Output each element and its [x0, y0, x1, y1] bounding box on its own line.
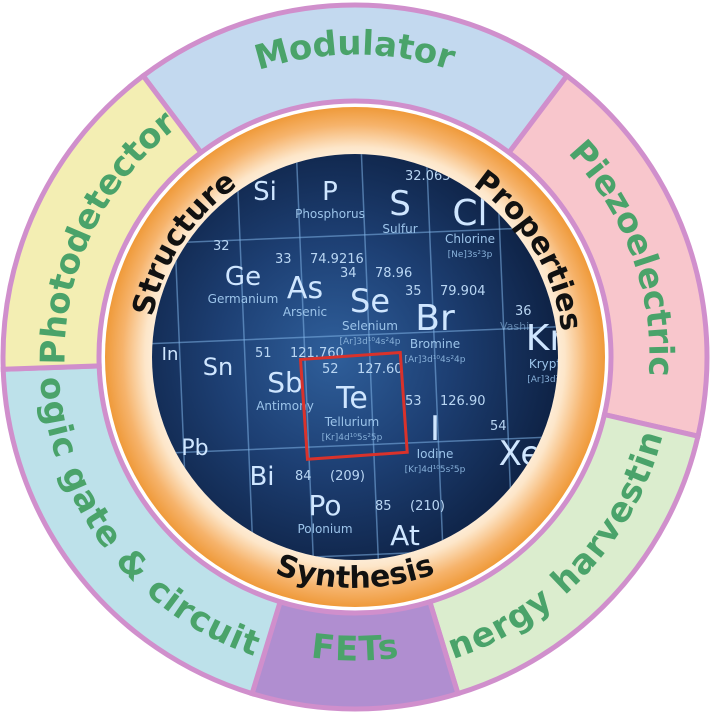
element-symbol: Cl	[452, 193, 487, 234]
element-config: [Kr]4d¹⁰5s²5p	[405, 465, 466, 475]
element-symbol: Te	[335, 381, 368, 416]
element-number: 32	[213, 239, 230, 254]
element-sn: Sn	[203, 353, 233, 381]
element-name: Bromine	[410, 337, 460, 351]
element-symbol: Po	[308, 489, 341, 522]
element-number: 34	[340, 266, 357, 281]
segment-modulator	[139, 2, 571, 157]
watermark-text: Vashi	[500, 320, 529, 333]
element-name: Selenium	[342, 319, 398, 333]
element-mass: 32.065	[405, 169, 451, 184]
element-mass: (210)	[410, 499, 445, 514]
element-symbol: Bi	[249, 462, 274, 492]
element-symbol: Sb	[267, 366, 303, 399]
element-symbol: Sn	[203, 353, 233, 381]
element-si: Si	[253, 177, 277, 207]
element-mass: 126.90	[440, 394, 486, 409]
element-symbol: Br	[415, 298, 455, 339]
element-symbol: Kr	[526, 318, 565, 359]
element-mass: 74.9216	[310, 252, 364, 267]
element-number: 36	[515, 304, 532, 319]
element-number: 53	[405, 394, 422, 409]
element-mass: (209)	[330, 469, 365, 484]
element-bi: Bi	[249, 462, 274, 492]
element-config: [Ar]3d¹⁰4s²4p	[405, 355, 466, 365]
element-name: Phosphorus	[295, 207, 365, 221]
element-name: Arsenic	[283, 305, 327, 319]
element-at: 85 (210) At	[375, 499, 445, 552]
element-number: 52	[322, 362, 339, 377]
element-symbol: In	[162, 344, 179, 365]
element-number: 35	[405, 284, 422, 299]
element-symbol: Se	[350, 282, 390, 320]
element-name: Sulfur	[382, 222, 417, 236]
element-symbol: Pb	[181, 436, 208, 461]
element-symbol: At	[390, 519, 420, 552]
element-name: Chlorine	[445, 232, 495, 246]
element-number: 85	[375, 499, 392, 514]
element-symbol: Si	[253, 177, 277, 207]
element-mass: 127.60	[357, 362, 403, 377]
element-config: [Ar]3d¹⁰4s²4p	[340, 337, 401, 347]
element-config: [Ne]3s²3p	[448, 250, 493, 260]
element-name: Antimony	[256, 399, 314, 413]
element-name: Polonium	[297, 522, 352, 536]
element-name: Germanium	[208, 292, 279, 306]
tellurium-highlight-box	[298, 350, 409, 461]
label-fets: FETs	[309, 627, 400, 670]
element-symbol: P	[322, 177, 338, 207]
element-number: 33	[275, 252, 292, 267]
element-number: 54	[490, 419, 507, 434]
element-config: [Kr]4d¹⁰5s²5p	[322, 433, 383, 443]
element-number: 84	[295, 469, 312, 484]
element-config: [Ar]3d¹⁰	[527, 375, 563, 385]
element-pb: Pb	[181, 436, 208, 461]
element-in: In	[162, 344, 179, 365]
element-number: 51	[255, 346, 272, 361]
element-name: Tellurium	[324, 415, 380, 429]
element-symbol: As	[287, 271, 323, 306]
element-symbol: Ge	[225, 262, 261, 292]
segment-photodetector	[0, 72, 205, 372]
element-symbol: I	[430, 409, 440, 449]
element-symbol: S	[389, 184, 411, 224]
element-name: Iodine	[417, 447, 454, 461]
element-mass: 78.96	[375, 266, 412, 281]
element-mass: 79.904	[440, 284, 486, 299]
element-name: Krypt	[529, 357, 562, 371]
